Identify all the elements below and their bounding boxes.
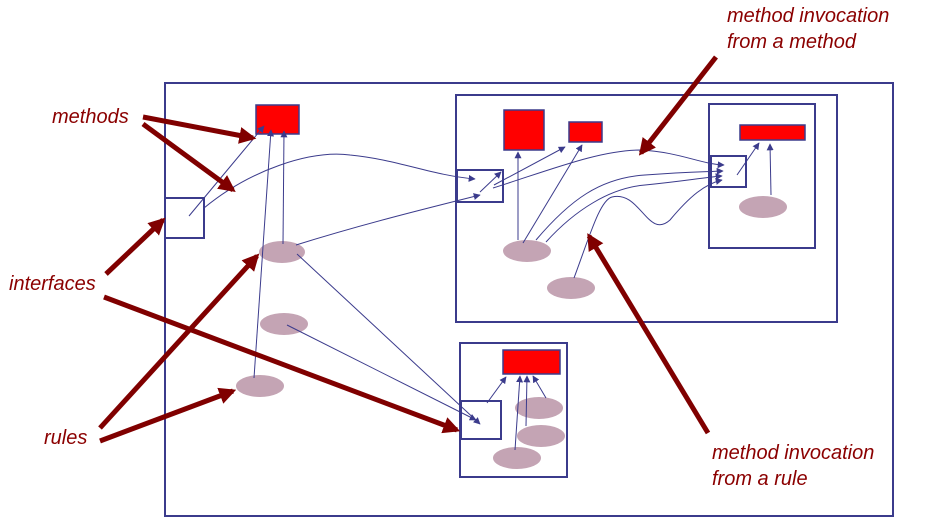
pointer-arrow-invocation-from-rule — [586, 233, 711, 435]
invocation-line — [573, 178, 723, 279]
rule-ellipse-bottom-1 — [515, 397, 563, 419]
invocation-line — [522, 144, 583, 244]
interface-box-bottom — [460, 400, 502, 440]
outer-object-frame — [164, 82, 894, 517]
pointer-arrow-interfaces — [103, 294, 461, 434]
rule-ellipse-top-1 — [503, 240, 551, 262]
rule-ellipse-outer-3 — [236, 375, 284, 397]
label-invocation-from-rule-1: method invocation — [712, 442, 875, 464]
method-box-bottom — [502, 349, 561, 375]
invocation-line — [296, 253, 481, 425]
pointer-arrow-rules — [98, 253, 260, 430]
rule-ellipse-outer-1 — [259, 241, 305, 263]
label-invocation-from-method-2: from a method — [727, 31, 856, 53]
invocation-line — [286, 324, 477, 421]
invocation-line — [514, 375, 524, 451]
pointer-arrow-methods — [142, 114, 257, 144]
invocation-line — [253, 129, 275, 379]
method-box-top-1 — [503, 109, 545, 151]
pointer-arrow-methods — [141, 121, 236, 193]
interface-box-top — [456, 169, 504, 203]
rule-ellipse-bottom-2 — [517, 425, 565, 447]
pointer-arrow-invocation-from-method — [638, 55, 718, 156]
invocation-line — [203, 153, 476, 209]
interface-box-outer — [164, 197, 205, 239]
invocation-line — [486, 376, 507, 404]
invocation-line — [188, 125, 265, 217]
invocation-line — [736, 142, 760, 176]
label-invocation-from-rule-2: from a rule — [712, 468, 808, 490]
rule-ellipse-nested — [739, 196, 787, 218]
invocation-line — [295, 193, 481, 246]
pointer-arrow-rules — [99, 387, 237, 444]
label-interfaces: interfaces — [9, 273, 96, 295]
label-invocation-from-method-1: method invocation — [727, 5, 890, 27]
rule-ellipse-top-2 — [547, 277, 595, 299]
invocation-line — [479, 171, 502, 193]
invocation-line — [493, 146, 566, 186]
method-box-outer — [255, 104, 300, 135]
nested-object-frame — [708, 103, 816, 249]
pointer-arrow-interfaces — [104, 217, 166, 276]
invocation-line — [532, 375, 547, 399]
rule-ellipse-bottom-3 — [493, 447, 541, 469]
label-rules: rules — [44, 427, 88, 449]
invocation-line — [545, 173, 723, 243]
method-box-nested — [739, 124, 806, 141]
invocation-line — [280, 130, 288, 245]
invocation-line — [766, 143, 774, 196]
invocation-line — [523, 375, 531, 427]
method-box-top-2 — [568, 121, 603, 143]
invocation-line — [535, 167, 724, 241]
invocation-line — [492, 149, 725, 189]
label-methods: methods — [52, 106, 129, 128]
inner-object-frame-top — [455, 94, 838, 323]
